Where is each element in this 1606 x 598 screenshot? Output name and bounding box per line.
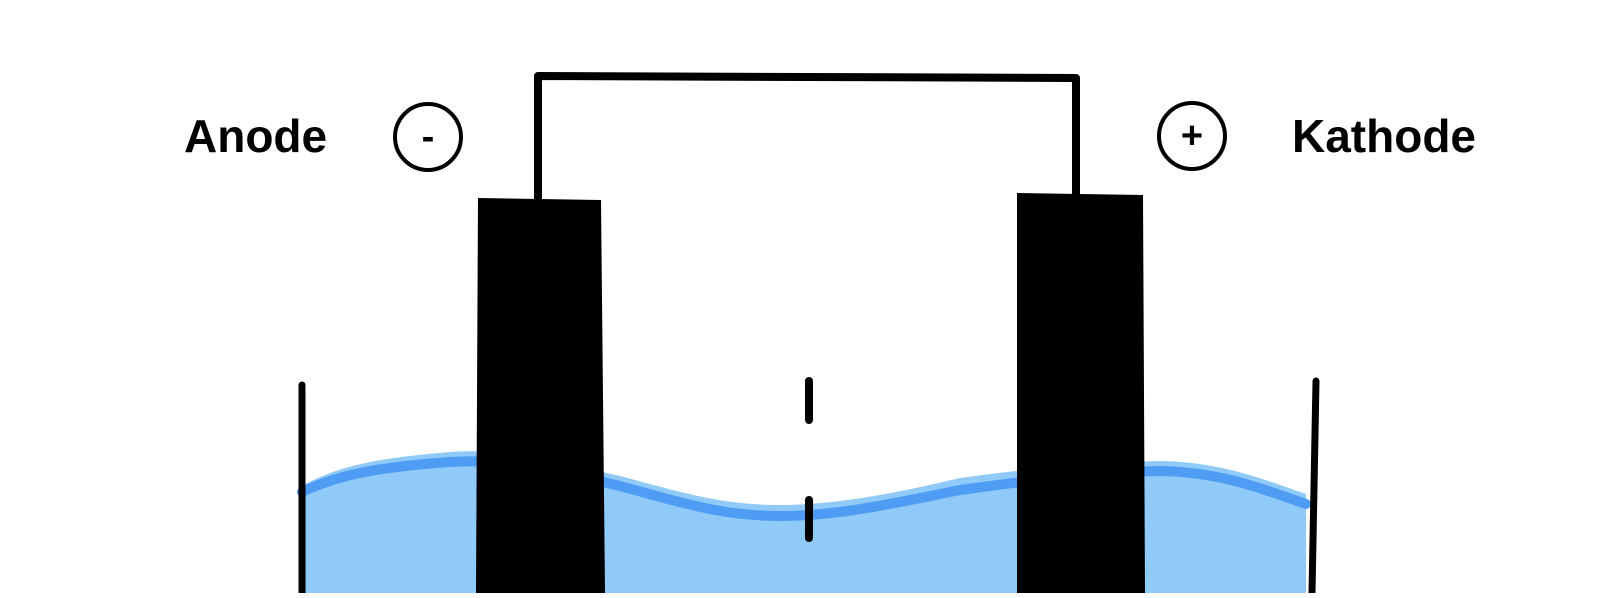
cathode-label: Kathode — [1292, 110, 1476, 162]
minus-sign-icon: - — [393, 102, 463, 172]
anode-sign-text: - — [421, 115, 435, 158]
plus-sign-icon: + — [1157, 101, 1227, 171]
beaker-wall-right — [1308, 377, 1320, 597]
electrolyte-surface — [297, 456, 1311, 522]
cathode-sign-text: + — [1180, 114, 1204, 157]
cathode-electrode — [1017, 193, 1145, 593]
anode-electrode — [476, 198, 605, 593]
anode-label: Anode — [184, 110, 328, 162]
connecting-wire — [534, 72, 1080, 202]
